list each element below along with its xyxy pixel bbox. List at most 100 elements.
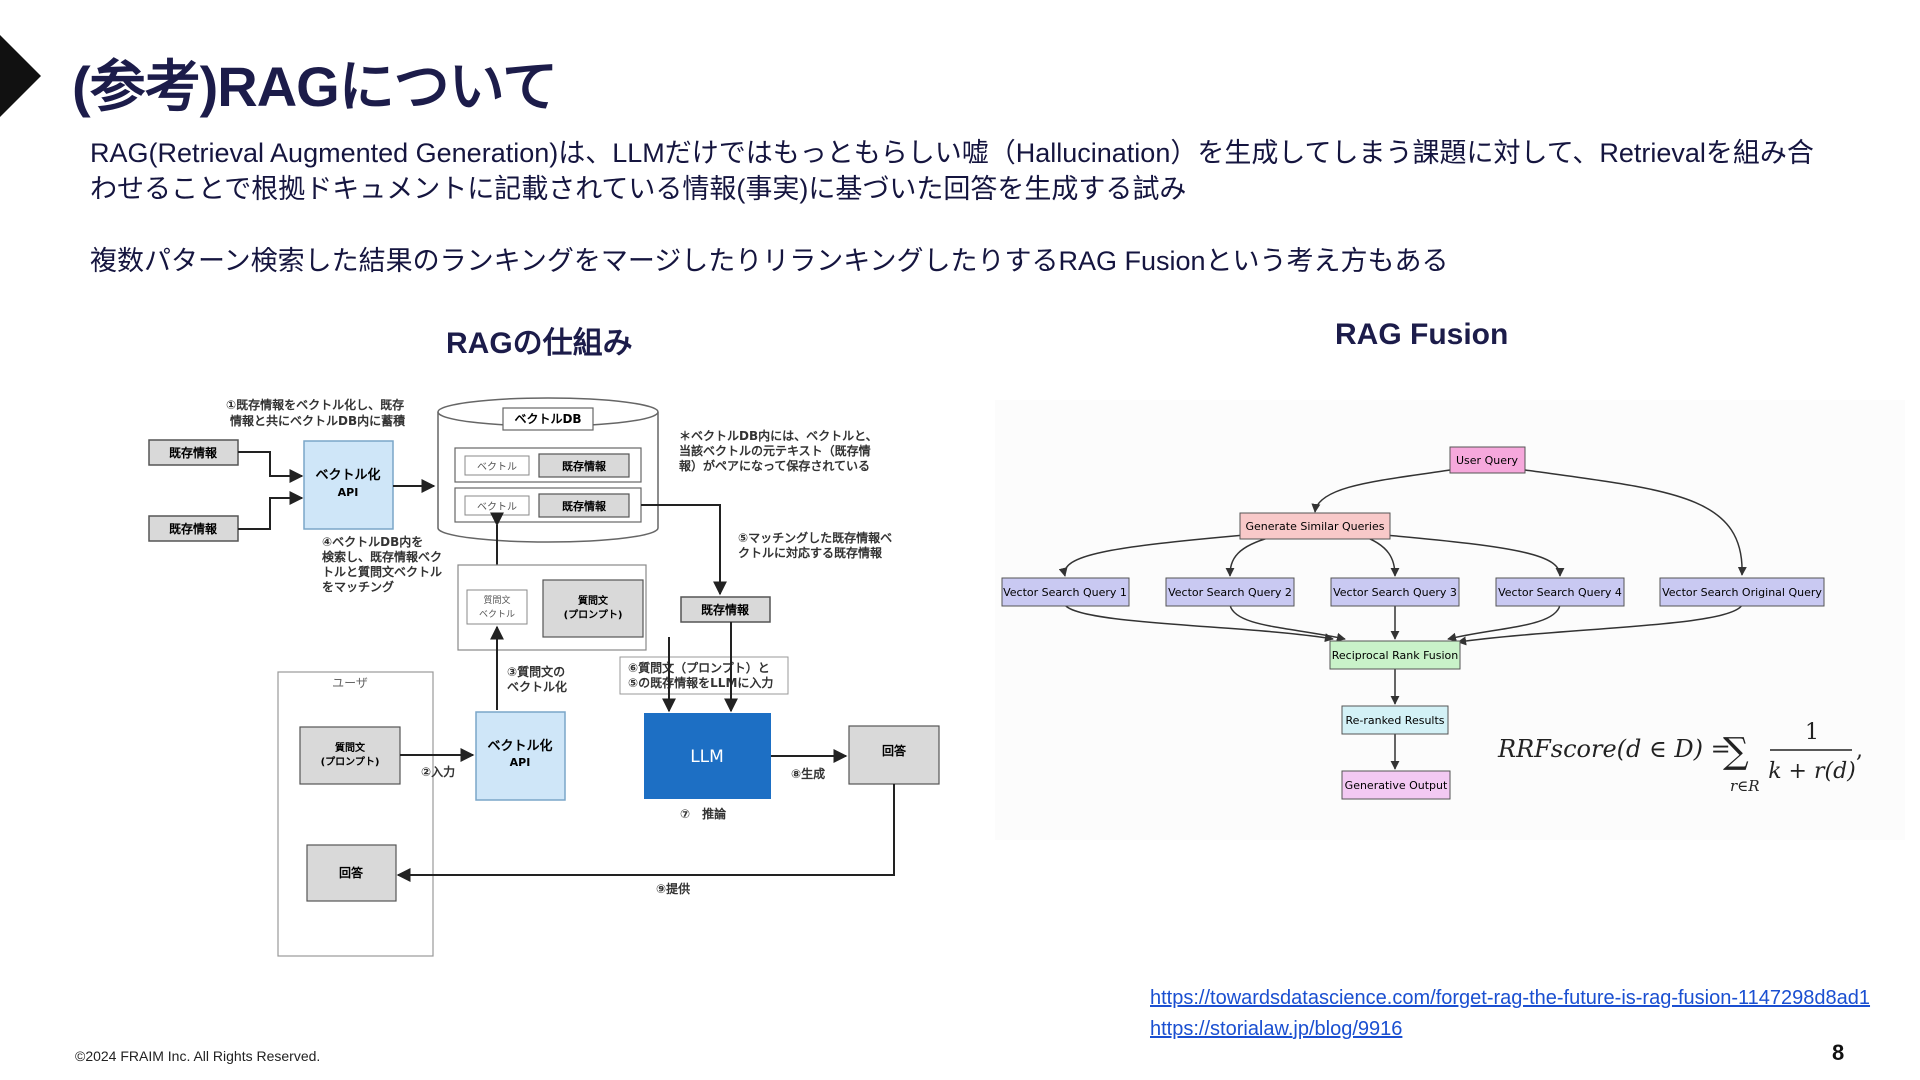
db-info-2	[538, 493, 630, 518]
vector-db-label-box	[502, 407, 594, 431]
step4-line3: トルと質問文ベクトル	[322, 564, 442, 579]
intro-line-3: 複数パターン検索した結果のランキングをマージしたりリランキングしたりするRAG …	[90, 246, 1449, 276]
db-vector-label-2: ベクトル	[477, 501, 517, 513]
formula-den: k + r(d)	[1768, 759, 1856, 784]
step6-line1: ⑥質問文（プロンプト）と	[628, 660, 770, 675]
db-info-label-1: 既存情報	[562, 459, 607, 473]
node-user-query	[1449, 446, 1526, 474]
step3-line1: ③質問文の	[507, 664, 565, 679]
arrow-info1-to-api	[238, 451, 304, 483]
formula-sub: r∈R	[1730, 777, 1760, 795]
note1-line1: ①既存情報をベクトル化し、既存	[226, 397, 404, 412]
step5-line1: ⑤マッチングした既存情報ベ	[738, 530, 892, 545]
step4-line4: をマッチング	[322, 579, 394, 594]
step9-label: ⑨提供	[656, 881, 690, 896]
node-user-query-label: User Query	[1456, 454, 1518, 467]
slide-title: (参考)RAGについて	[72, 55, 558, 118]
arrow-info2-to-api	[238, 491, 304, 530]
node-vector-query-4-label: Vector Search Query 4	[1498, 586, 1622, 599]
db-note-line1: ＊ベクトルDB内には、ベクトルと、	[679, 428, 878, 443]
formula-sum: ∑	[1723, 731, 1749, 772]
step4-line1: ④ベクトルDB内を	[322, 534, 423, 549]
arrow-db-to-info	[641, 504, 727, 596]
intro-line-2: わせることで根拠ドキュメントに記載されている情報(事実)に基づいた回答を生成する…	[90, 174, 1187, 204]
question-vector-label-2: ベクトル	[479, 609, 515, 620]
node-generative-output	[1341, 770, 1451, 800]
matched-info-label: 既存情報	[701, 602, 750, 617]
node-vector-query-2	[1165, 577, 1295, 607]
node-vector-query-original-label: Vector Search Original Query	[1662, 586, 1822, 599]
step3-line2: ベクトル化	[507, 679, 567, 694]
node-vector-query-4	[1495, 577, 1625, 607]
question-vector-box	[466, 589, 528, 625]
node-generative-output-label: Generative Output	[1345, 779, 1448, 792]
node-vector-query-3	[1330, 577, 1460, 607]
rag-diagram: ①既存情報をベクトル化し、既存 情報と共にベクトルDB内に蓄積 既存情報 既存情…	[148, 397, 940, 957]
user-frame	[277, 671, 434, 957]
node-generate-similar	[1239, 512, 1391, 540]
reference-link-2[interactable]: https://storialaw.jp/blog/9916	[1150, 1018, 1403, 1040]
node-vector-query-original	[1659, 577, 1825, 607]
node-rrf	[1329, 640, 1461, 670]
edge-user-to-generate	[1311, 469, 1451, 513]
rag-section-heading: RAGの仕組み	[446, 327, 633, 360]
rag-fusion-diagram: User Query Generate Similar Queries Vect…	[995, 400, 1905, 840]
db-vector-label-1: ベクトル	[477, 461, 517, 473]
edge-gen-to-q1	[1058, 534, 1246, 577]
step4-line2: 検索し、既存情報ベク	[322, 549, 442, 564]
vector-db-label: ベクトルDB	[514, 412, 581, 426]
edge-original-to-rrf	[1457, 604, 1743, 646]
node-reranked-label: Re-ranked Results	[1345, 714, 1444, 727]
formula-comma: ,	[1856, 738, 1863, 763]
user-answer-label: 回答	[339, 865, 364, 880]
page-number: 8	[1832, 1040, 1845, 1065]
db-info-label-2: 既存情報	[562, 499, 607, 513]
api-label-1: API	[338, 486, 359, 499]
user-question-label-2: (プロンプト)	[321, 755, 380, 768]
arrow-answer-to-user	[396, 784, 895, 882]
existing-info-box-2	[148, 515, 239, 542]
user-label: ユーザ	[332, 676, 368, 690]
vectorize-api-box-1	[303, 440, 394, 530]
api-label-2: API	[510, 756, 531, 769]
vectorize-api-box-2	[475, 711, 566, 801]
db-info-1	[538, 453, 630, 478]
edge-q1-to-rrf	[1064, 604, 1334, 643]
vectorize-label-2: ベクトル化	[487, 738, 552, 754]
existing-info-label-1: 既存情報	[169, 445, 218, 460]
fusion-section-heading: RAG Fusion	[1335, 318, 1509, 351]
node-vector-query-2-label: Vector Search Query 2	[1168, 586, 1292, 599]
question-prompt-label-1: 質問文	[578, 594, 609, 607]
node-rrf-label: Reciprocal Rank Fusion	[1332, 649, 1459, 662]
note1-line2: 情報と共にベクトルDB内に蓄積	[230, 413, 406, 428]
edge-user-to-original	[1524, 469, 1747, 576]
node-vector-query-1-label: Vector Search Query 1	[1003, 586, 1127, 599]
node-vector-query-3-label: Vector Search Query 3	[1333, 586, 1457, 599]
user-question-box	[299, 726, 401, 785]
step7-label: ⑦ 推論	[680, 806, 727, 821]
formula-num: 1	[1805, 720, 1819, 745]
llm-label: LLM	[690, 747, 724, 767]
formula-lhs: RRFscore(d ∈ D) =	[1497, 735, 1731, 763]
step6-line2: ⑤の既存情報をLLMに入力	[628, 675, 773, 690]
reference-link-1[interactable]: https://towardsdatascience.com/forget-ra…	[1150, 987, 1871, 1009]
step6-box	[619, 656, 789, 695]
db-note-line3: 報）がペアになって保存されている	[679, 458, 870, 473]
user-answer-box	[306, 844, 397, 902]
edge-gen-to-q4	[1384, 534, 1565, 577]
step2-label: ②入力	[421, 764, 455, 779]
vectorize-label-1: ベクトル化	[315, 467, 380, 483]
step8-label: ⑧生成	[791, 766, 825, 781]
existing-info-label-2: 既存情報	[169, 521, 218, 536]
rrf-formula: RRFscore(d ∈ D) = ∑ r∈R 1 k + r(d) ,	[1497, 720, 1863, 795]
question-prompt-box	[542, 579, 644, 638]
question-prompt-label-2: (プロンプト)	[564, 608, 623, 621]
edge-q4-to-rrf	[1447, 604, 1561, 642]
slide-marker-icon	[0, 34, 41, 118]
edge-q2-to-rrf	[1229, 604, 1346, 642]
answer-label: 回答	[882, 743, 907, 758]
step5-line2: クトルに対応する既存情報	[738, 545, 883, 560]
question-vector-label-1: 質問文	[483, 594, 510, 606]
node-vector-query-1	[1001, 577, 1130, 607]
db-vector-1	[464, 455, 530, 476]
